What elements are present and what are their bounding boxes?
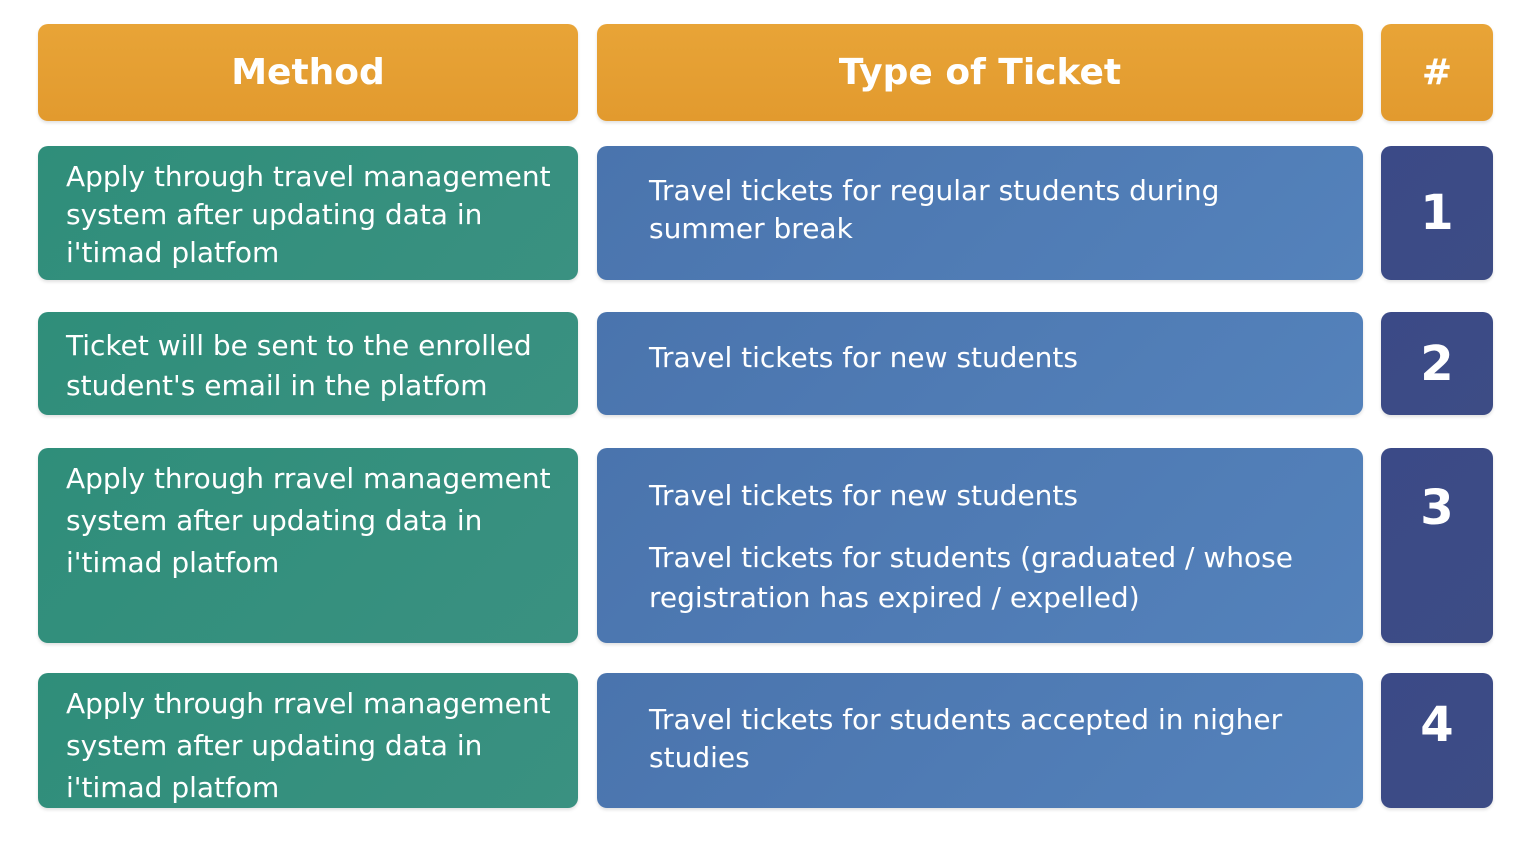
row-2-type: Travel tickets for new students [597,312,1363,415]
row-4-type-text-1: Travel tickets for students accepted in … [649,703,1283,774]
header-type-of-ticket: Type of Ticket [597,24,1363,121]
header-type-label: Type of Ticket [838,52,1122,93]
row-4-type: Travel tickets for students accepted in … [597,673,1363,808]
row-2-number-text: 2 [1420,335,1454,392]
header-number: # [1381,24,1493,121]
row-3-method: Apply through rravel management system a… [38,448,578,643]
row-2-type-text-1: Travel tickets for new students [649,341,1078,374]
row-2-method-text: Ticket will be sent to the enrolled stud… [66,329,532,402]
row-1-type: Travel tickets for regular students duri… [597,146,1363,280]
row-1-type-text-1: Travel tickets for regular students duri… [649,174,1220,245]
row-4-number-text: 4 [1420,697,1454,753]
row-1-method-text: Apply through travel management system a… [66,160,551,269]
row-1-number-text: 1 [1420,185,1454,241]
header-number-label: # [1421,52,1453,93]
row-1-number: 1 [1381,146,1493,280]
row-3-type-text-2: Travel tickets for students (graduated /… [649,541,1293,614]
row-3-number-text: 3 [1420,480,1454,536]
row-3-type-text-1: Travel tickets for new students [649,479,1078,512]
row-2-method: Ticket will be sent to the enrolled stud… [38,312,578,415]
row-2-number: 2 [1381,312,1493,415]
row-4-number: 4 [1381,673,1493,808]
header-method: Method [38,24,578,121]
row-1-method: Apply through travel management system a… [38,146,578,280]
row-3-method-text: Apply through rravel management system a… [66,462,551,579]
row-4-method: Apply through rravel management system a… [38,673,578,808]
row-4-method-text: Apply through rravel management system a… [66,687,551,804]
row-3-type: Travel tickets for new students Travel t… [597,448,1363,643]
header-method-label: Method [231,52,385,93]
row-3-number: 3 [1381,448,1493,643]
